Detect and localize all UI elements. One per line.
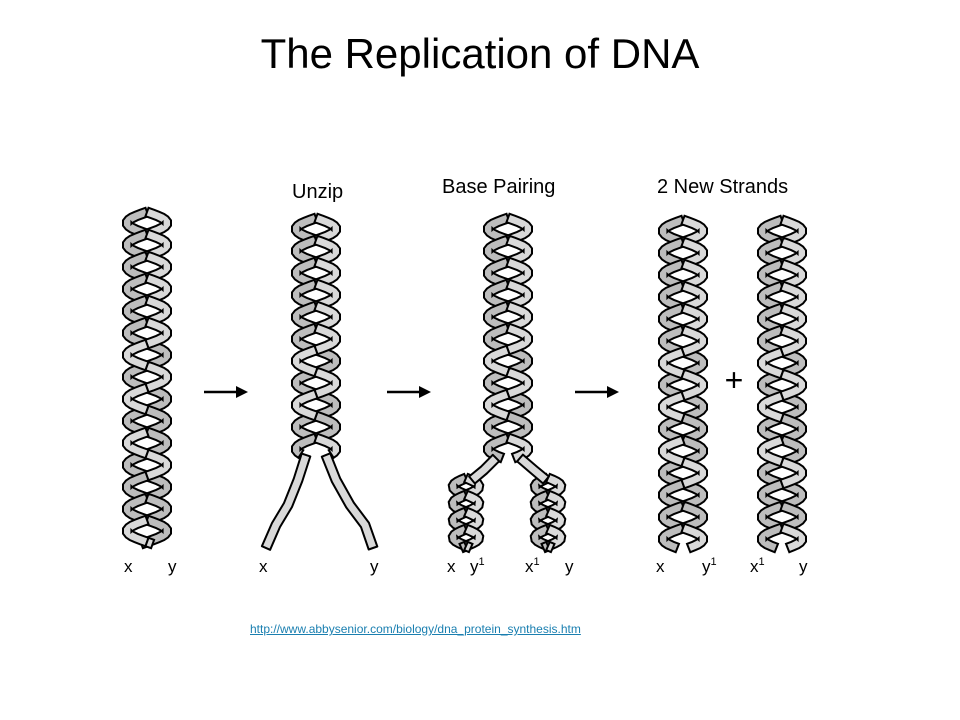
strand-segment [291,388,319,422]
helix-bp-left [447,472,485,554]
source-link[interactable]: http://www.abbysenior.com/biology/dna_pr… [250,622,581,636]
strand-label-bp-y1: y1 [470,556,485,576]
plus-sign: + [725,362,744,398]
strand-segment [144,360,172,394]
helix-new-left [658,214,708,554]
strand-segment [680,456,708,490]
strand-segment [658,522,686,554]
strand-label-bp-x: x [447,557,456,576]
strand-segment [291,432,319,460]
strand-segment [658,390,686,424]
strand-segment [144,448,172,482]
strand-segment [680,368,708,402]
helix-base-pairing [483,212,533,464]
strand-segment [779,368,807,402]
strand-label-unzip-x: x [259,557,268,576]
arrow-2 [387,386,431,398]
helix-original [122,206,172,550]
strand-segment [122,382,150,416]
strand-segment [779,456,807,490]
strand-segment [658,434,686,468]
strand-segment [483,432,511,464]
strand-segment [462,540,474,554]
strand-segment [757,522,785,554]
bp-strand-left-link [468,453,501,485]
strand-segment [680,522,708,554]
base-pairing-stage-label: Base Pairing [442,176,556,198]
strand-segment [313,366,341,400]
helix-bp-right [529,472,567,554]
strand-segment [122,514,150,548]
strand-segment [122,338,150,372]
strand-segment [757,390,785,424]
strand-label-bp-x1: x1 [525,556,540,576]
unzip-stage-label: Unzip [292,181,344,203]
strand-segment [483,344,511,378]
strand-segment [313,432,341,460]
new-strands-stage-label: 2 New Strands [657,176,789,198]
strand-segment [658,346,686,380]
bp-strand-right-link [516,453,550,485]
page-title: The Replication of DNA [260,30,700,77]
arrow-3 [575,386,619,398]
strand-label-left-y1: y1 [702,556,717,576]
strand-segment [483,388,511,422]
strand-segment [291,344,319,378]
strand-segment [144,316,172,350]
strand-segment [779,324,807,358]
strand-label-right-y: y [799,557,808,576]
strand-label-bp-y: y [565,557,574,576]
strand-segment [505,432,533,464]
strand-segment [757,346,785,380]
strand-segment [144,536,156,550]
strand-label-original-x: x [124,557,133,576]
helix-new-right [757,214,807,554]
strand-segment [505,366,533,400]
strand-label-unzip-y: y [370,557,379,576]
strand-segment [779,522,807,554]
strand-label-right-x1: x1 [750,556,765,576]
unzip-strand-x [260,452,312,551]
strand-label-left-x: x [656,557,665,576]
unzip-strand-y [320,452,379,551]
strand-segment [313,322,341,356]
helix-unzip [291,212,341,460]
strand-segment [122,426,150,460]
strand-segment [680,324,708,358]
strand-segment [544,540,556,554]
arrow-1 [204,386,248,398]
strand-segment [757,434,785,468]
strand-segment [505,322,533,356]
strand-label-original-y: y [168,557,177,576]
